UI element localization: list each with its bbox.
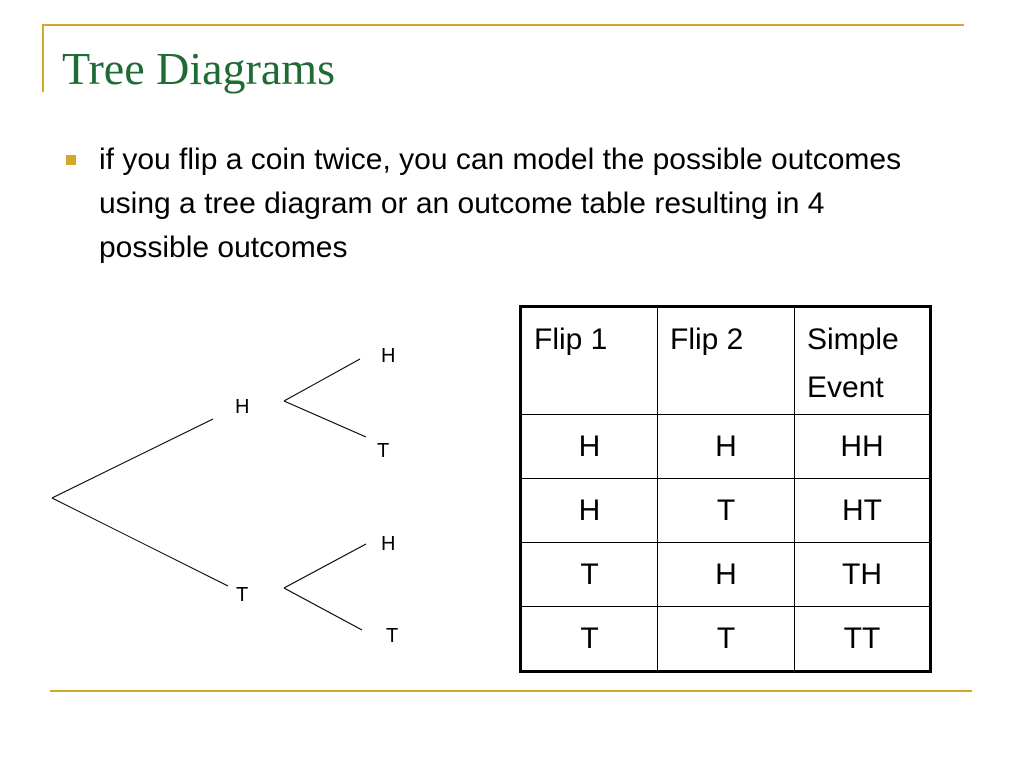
cell-simple-event: TH	[794, 542, 931, 607]
bullet-text: if you flip a coin twice, you can model …	[99, 143, 902, 264]
branch-t-to-h	[283, 543, 367, 589]
node-h-t: T	[377, 440, 389, 462]
header-flip-2: Flip 2	[657, 306, 795, 415]
table-row: H H HH	[520, 414, 931, 479]
node-t-t: T	[386, 625, 398, 647]
table-header-row: Flip 1 Flip 2 Simple Event	[520, 306, 931, 415]
cell-simple-event: HT	[794, 478, 931, 543]
cell-flip-1: T	[520, 542, 658, 607]
cell-flip-1: H	[520, 478, 658, 543]
cell-simple-event: HH	[794, 414, 931, 479]
top-rule	[42, 24, 964, 26]
left-rule	[42, 24, 44, 92]
node-first-h: H	[235, 396, 249, 418]
cell-flip-2: H	[657, 414, 795, 479]
cell-simple-event: TT	[794, 606, 931, 672]
branch-h-to-h	[283, 358, 361, 402]
node-first-t: T	[236, 584, 248, 606]
header-simple-event: Simple Event	[794, 306, 931, 415]
branch-h-to-t	[283, 400, 367, 438]
node-t-h: H	[381, 533, 395, 555]
cell-flip-2: H	[657, 542, 795, 607]
branch-root-to-h	[51, 418, 214, 499]
outcome-table: Flip 1 Flip 2 Simple Event H H HH H T HT…	[519, 305, 932, 673]
branch-t-to-t	[283, 587, 363, 631]
bottom-rule	[50, 690, 972, 692]
square-bullet-icon	[66, 155, 76, 165]
slide-title: Tree Diagrams	[62, 43, 335, 94]
cell-flip-2: T	[657, 606, 795, 672]
table-row: T H TH	[520, 542, 931, 607]
cell-flip-1: H	[520, 414, 658, 479]
branch-root-to-t	[51, 497, 229, 587]
header-flip-1: Flip 1	[520, 306, 658, 415]
cell-flip-1: T	[520, 606, 658, 672]
table-row: H T HT	[520, 478, 931, 543]
table-row: T T TT	[520, 606, 931, 672]
cell-flip-2: T	[657, 478, 795, 543]
node-h-h: H	[381, 345, 395, 367]
